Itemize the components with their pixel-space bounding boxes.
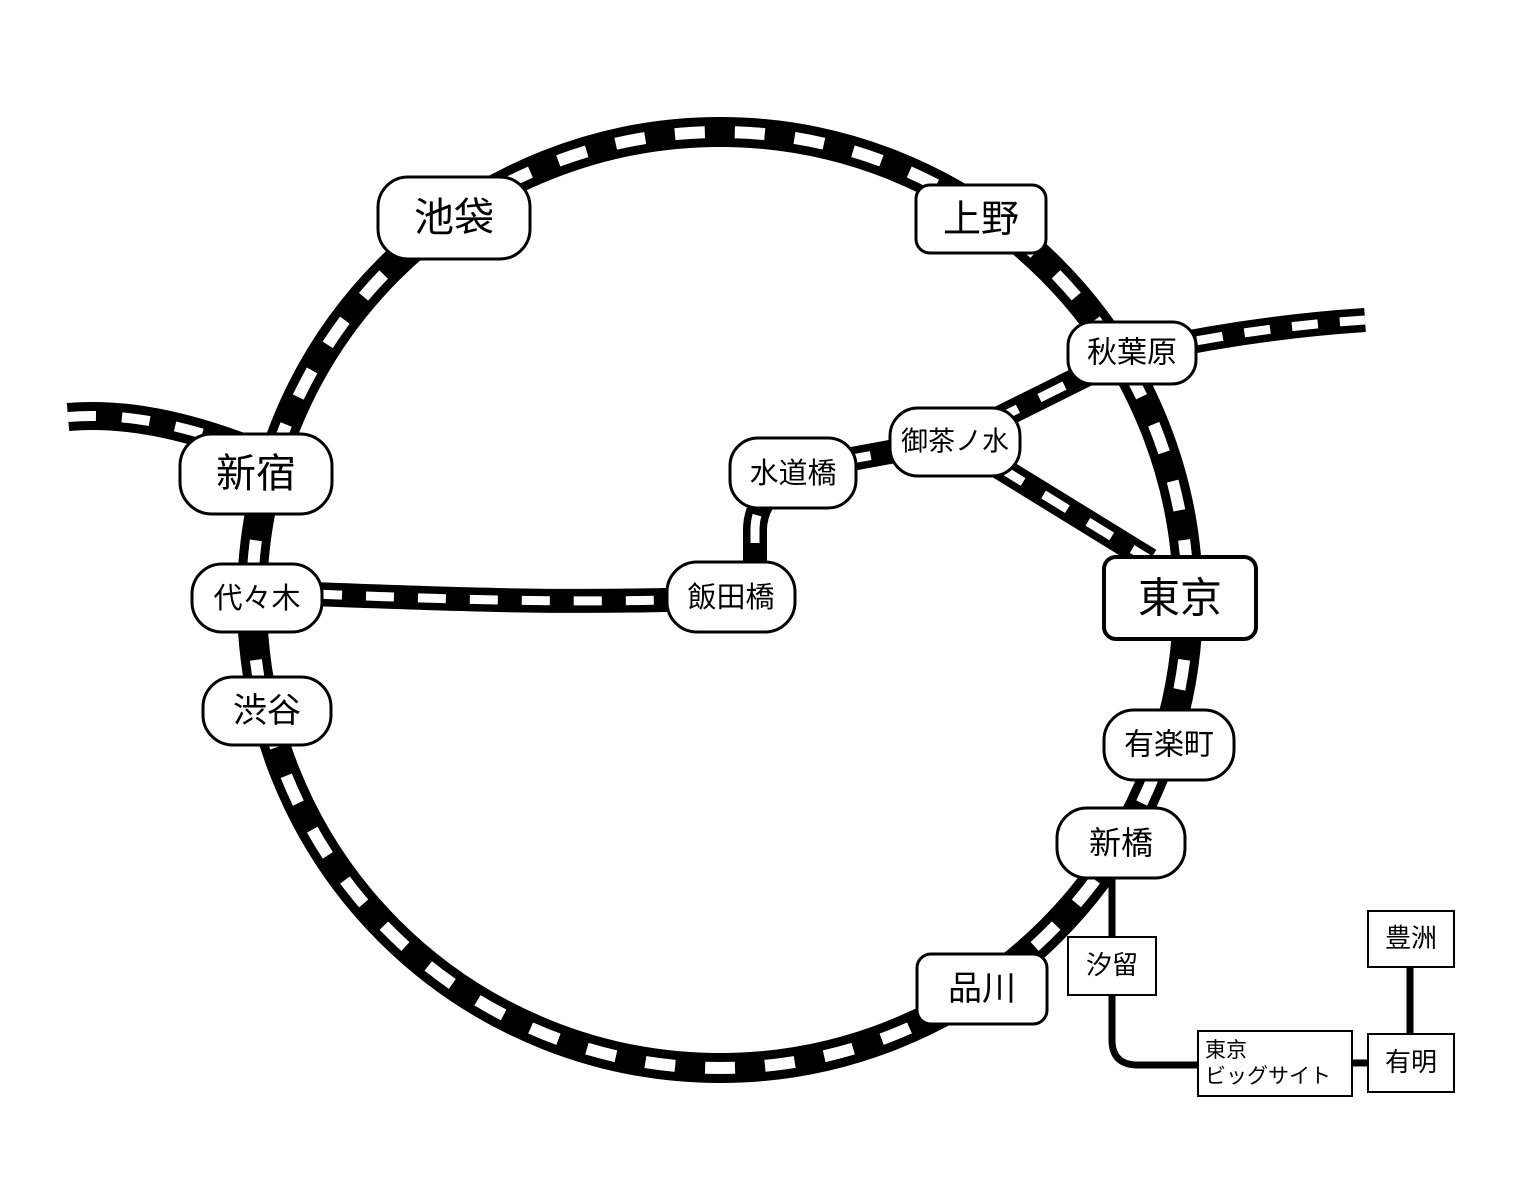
station-shibuya[interactable]: 渋谷 bbox=[201, 675, 333, 747]
station-label: 汐留 bbox=[1086, 951, 1138, 981]
station-label-line2: ビッグサイト bbox=[1205, 1064, 1331, 1088]
station-ikebukuro[interactable]: 池袋 bbox=[376, 175, 532, 261]
station-ochanomizu[interactable]: 御茶ノ水 bbox=[888, 406, 1022, 478]
station-label: 有明 bbox=[1385, 1048, 1437, 1078]
station-label: 代々木 bbox=[213, 581, 300, 615]
station-label: 御茶ノ水 bbox=[901, 427, 1009, 458]
station-label: 池袋 bbox=[414, 195, 494, 241]
station-shinagawa[interactable]: 品川 bbox=[915, 952, 1049, 1026]
station-tokyo[interactable]: 東京 bbox=[1102, 555, 1258, 641]
station-label: 東京 bbox=[1138, 574, 1222, 623]
station-label-line1: 東京 bbox=[1205, 1038, 1247, 1062]
station-label: 新橋 bbox=[1089, 824, 1153, 862]
station-label: 新宿 bbox=[216, 451, 296, 497]
station-label: 飯田橋 bbox=[687, 580, 774, 614]
station-label: 上野 bbox=[943, 197, 1019, 241]
station-yurakucho[interactable]: 有楽町 bbox=[1102, 708, 1236, 782]
station-akihabara[interactable]: 秋葉原 bbox=[1066, 320, 1198, 386]
station-label: 秋葉原 bbox=[1087, 336, 1177, 371]
station-yoyogi[interactable]: 代々木 bbox=[190, 562, 324, 634]
station-ariake[interactable]: 有明 bbox=[1367, 1033, 1455, 1093]
station-shinjuku[interactable]: 新宿 bbox=[178, 432, 334, 516]
station-suidobashi[interactable]: 水道橋 bbox=[728, 436, 858, 510]
station-tokyo-big-sight[interactable]: 東京 ビッグサイト bbox=[1197, 1030, 1353, 1097]
station-shiodome[interactable]: 汐留 bbox=[1067, 936, 1157, 996]
station-label: 渋谷 bbox=[233, 691, 301, 731]
station-label: 有楽町 bbox=[1124, 728, 1214, 763]
station-label: 豊洲 bbox=[1385, 924, 1437, 954]
station-toyosu[interactable]: 豊洲 bbox=[1367, 910, 1455, 968]
station-iidabashi[interactable]: 飯田橋 bbox=[665, 560, 797, 634]
station-ueno[interactable]: 上野 bbox=[914, 183, 1048, 255]
station-shimbashi[interactable]: 新橋 bbox=[1055, 806, 1187, 880]
waterfront-line bbox=[1108, 872, 1414, 1069]
station-label: 品川 bbox=[948, 969, 1016, 1009]
station-label: 水道橋 bbox=[749, 456, 836, 490]
